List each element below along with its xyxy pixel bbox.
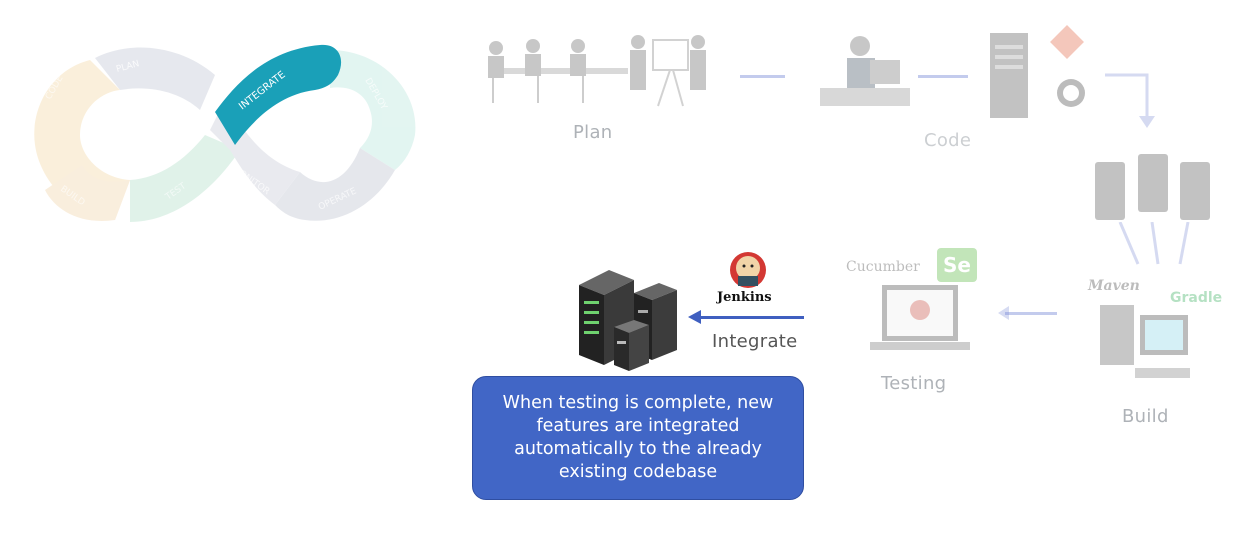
integrate-arrow-line [700, 316, 804, 319]
cucumber-logo: Cucumber [846, 259, 920, 275]
build-to-testing-arrow [1005, 312, 1057, 315]
code-to-repo-arrow [918, 75, 968, 78]
loop-segment-code [34, 60, 131, 220]
jenkins-label: Jenkins [717, 290, 772, 305]
plan-to-code-arrow [740, 75, 785, 78]
loop-segment-build [45, 165, 130, 221]
code-label: Code [924, 130, 972, 151]
loop-segment-test [130, 135, 240, 222]
loop-segment-plan [95, 47, 215, 110]
jenkins-butler-icon [730, 252, 766, 288]
loop-segment-integrate [215, 44, 342, 145]
testing-laptop-illustration [870, 280, 970, 360]
repo-to-build-arrow [1105, 73, 1155, 128]
loop-segment-deploy [330, 50, 416, 170]
testing-label: Testing [881, 373, 947, 394]
devops-infinity-loop: PLAN INTEGRATE DEPLOY OPERATE MONITOR TE… [34, 44, 416, 222]
build-converge-arrows [1118, 222, 1190, 265]
build-computer-illustration [1095, 300, 1195, 385]
integrate-label: Integrate [712, 331, 798, 352]
build-servers-illustration [1090, 152, 1220, 222]
plan-label: Plan [573, 122, 613, 143]
server-small-icon [614, 320, 649, 371]
plan-illustration [478, 28, 718, 108]
repo-server-illustration [985, 25, 1095, 120]
integrate-description-callout: When testing is complete, new features a… [472, 376, 804, 500]
gradle-logo: Gradle [1170, 290, 1223, 306]
integration-servers-illustration [574, 265, 684, 373]
integrate-arrowhead [688, 310, 701, 324]
code-illustration [815, 28, 915, 118]
selenium-logo: Se [937, 248, 977, 282]
jenkins-logo [728, 250, 768, 290]
maven-logo: Maven [1088, 278, 1140, 294]
loop-segment-operate [275, 148, 395, 221]
build-label: Build [1122, 406, 1169, 427]
build-to-testing-arrowhead [998, 306, 1009, 320]
callout-text: When testing is complete, new features a… [502, 393, 774, 482]
